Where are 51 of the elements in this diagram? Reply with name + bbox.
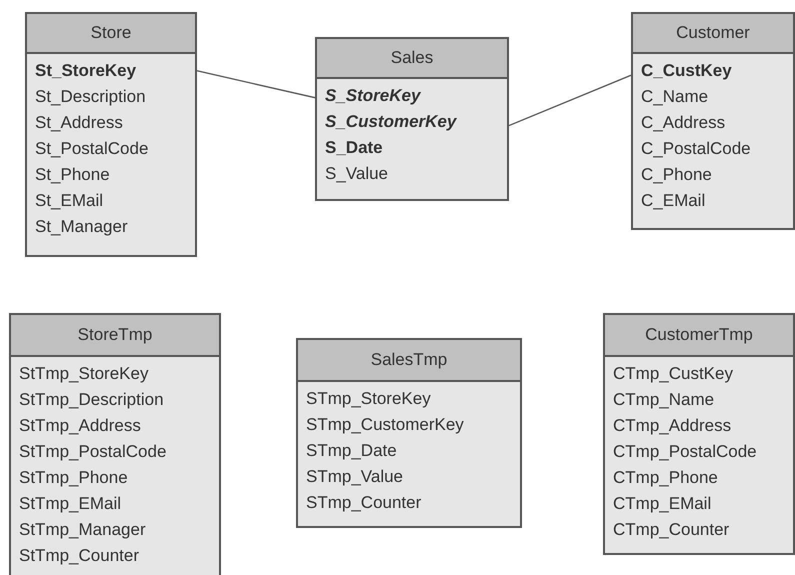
table-title: Store	[90, 23, 132, 42]
table-title: StoreTmp	[78, 325, 152, 344]
attribute-name: STmp_StoreKey	[306, 388, 431, 410]
attribute-name: C_PostalCode	[641, 138, 751, 160]
table-title: Customer	[676, 23, 750, 42]
attribute-name: StTmp_Description	[19, 389, 164, 411]
attribute-name: STmp_Value	[306, 466, 404, 488]
attribute-name: CTmp_CustKey	[613, 363, 733, 385]
attribute-name: St_StoreKey	[35, 60, 136, 82]
entity-table	[315, 37, 509, 201]
attribute-name: StTmp_Manager	[19, 519, 146, 541]
attribute-name: StTmp_StoreKey	[19, 363, 148, 385]
attribute-name: CTmp_Counter	[613, 519, 730, 541]
entity-table	[25, 12, 197, 257]
entity-table	[9, 313, 221, 575]
attribute-name: St_Phone	[35, 164, 110, 186]
entity-table	[296, 338, 522, 528]
attribute-name: C_Name	[641, 86, 708, 108]
relationship-line	[508, 74, 632, 126]
table-title: SalesTmp	[370, 350, 448, 369]
attribute-name: C_Phone	[641, 164, 712, 186]
attribute-name: StTmp_Address	[19, 415, 141, 437]
attribute-name: S_CustomerKey	[325, 111, 456, 133]
entity-table	[603, 313, 795, 555]
table-title: CustomerTmp	[645, 325, 753, 344]
attribute-name: StTmp_Phone	[19, 467, 128, 489]
attribute-name: StTmp_PostalCode	[19, 441, 166, 463]
attribute-name: S_Date	[325, 137, 383, 159]
attribute-name: CTmp_Address	[613, 415, 732, 437]
attribute-name: C_EMail	[641, 190, 706, 212]
attribute-name: CTmp_PostalCode	[613, 441, 757, 463]
relationship-line	[196, 70, 316, 98]
attribute-name: St_PostalCode	[35, 138, 148, 160]
attribute-name: St_Address	[35, 112, 123, 134]
attribute-name: StTmp_Counter	[19, 545, 139, 567]
table-title: Sales	[390, 48, 434, 67]
attribute-name: STmp_CustomerKey	[306, 414, 464, 436]
attribute-name: St_Description	[35, 86, 146, 108]
attribute-name: STmp_Date	[306, 440, 397, 462]
attribute-name: St_Manager	[35, 216, 128, 238]
attribute-name: S_StoreKey	[325, 85, 420, 107]
attribute-name: CTmp_Phone	[613, 467, 718, 489]
attribute-name: C_CustKey	[641, 60, 732, 82]
attribute-name: STmp_Counter	[306, 492, 422, 514]
attribute-name: S_Value	[325, 163, 388, 185]
attribute-name: C_Address	[641, 112, 726, 134]
attribute-name: CTmp_Name	[613, 389, 714, 411]
attribute-name: St_EMail	[35, 190, 104, 212]
attribute-name: StTmp_EMail	[19, 493, 122, 515]
entity-table	[631, 12, 795, 230]
attribute-name: CTmp_EMail	[613, 493, 712, 515]
